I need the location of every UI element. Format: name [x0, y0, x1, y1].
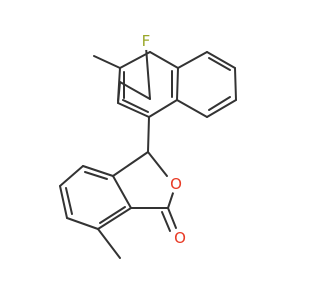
- bond: [99, 206, 126, 224]
- bond: [65, 187, 73, 215]
- bond: [206, 99, 237, 118]
- bond: [59, 165, 84, 187]
- ring-oxygen-label-background: [167, 175, 185, 193]
- bond: [149, 51, 179, 69]
- bond: [176, 67, 179, 101]
- bond: [208, 96, 231, 111]
- bond: [122, 99, 149, 113]
- bond: [119, 51, 151, 69]
- atom-labels: F O O: [137, 32, 189, 247]
- bond: [177, 51, 208, 69]
- bond: [167, 189, 175, 209]
- bond: [147, 116, 150, 153]
- bond: [117, 102, 150, 118]
- bond: [145, 46, 151, 100]
- bond: [93, 55, 121, 69]
- bond: [208, 57, 231, 71]
- bond: [59, 185, 68, 219]
- chemical-structure-diagram: F O O: [59, 32, 237, 259]
- bond: [97, 228, 121, 259]
- bond-lines: [59, 46, 237, 259]
- ring-oxygen-atom-label: O: [170, 175, 182, 193]
- carbonyl-oxygen-label-background: [171, 229, 189, 247]
- bond: [206, 51, 236, 69]
- bond: [112, 175, 132, 209]
- bond: [161, 211, 171, 232]
- bond: [167, 207, 177, 229]
- bond: [97, 207, 132, 230]
- bond: [147, 151, 168, 177]
- bond: [176, 99, 208, 118]
- bond: [148, 99, 178, 118]
- bond: [84, 171, 108, 180]
- fluorine-label-background: [137, 32, 155, 50]
- fluorine-atom-label: F: [142, 32, 151, 50]
- bond: [66, 217, 99, 230]
- bond: [117, 67, 121, 102]
- bond: [234, 67, 237, 101]
- bond: [112, 151, 149, 177]
- bond: [82, 165, 114, 177]
- carbonyl-oxygen-atom-label: O: [174, 229, 186, 247]
